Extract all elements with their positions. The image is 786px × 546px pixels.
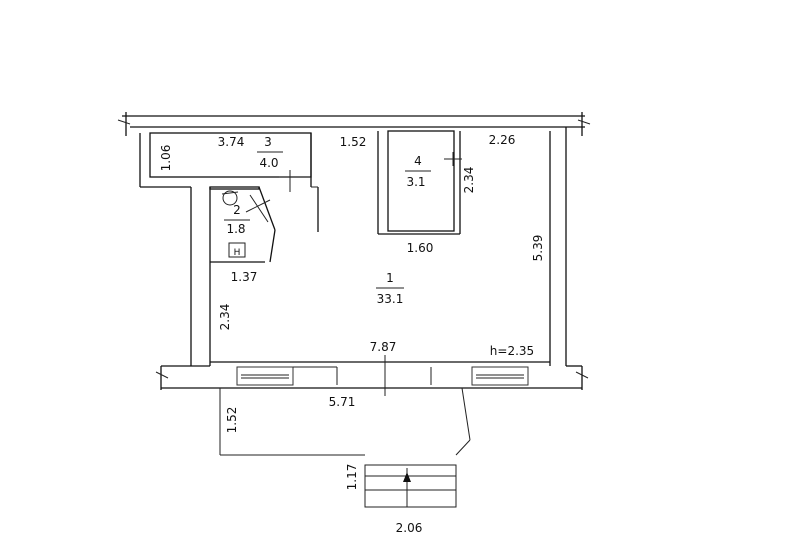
room-2-label: 2 1.8 (224, 203, 250, 236)
dim-right-top-width: 2.26 (489, 133, 516, 147)
right-wall (549, 127, 589, 390)
room-4-area: 3.1 (406, 175, 425, 189)
room-4-label: 4 3.1 (405, 154, 431, 189)
dim-closet-height: 2.34 (462, 167, 476, 194)
room-1-area: 33.1 (377, 292, 404, 306)
room-4-number: 4 (414, 154, 422, 168)
dim-left-height: 2.34 (218, 304, 232, 331)
room-1-number: 1 (386, 271, 394, 285)
steps (364, 464, 457, 508)
dim-steps-depth: 1.17 (345, 464, 359, 491)
entry-arrow-icon (403, 472, 411, 482)
window-left (236, 366, 294, 386)
window-right (471, 366, 529, 386)
front-wall (161, 355, 582, 396)
room-2-area: 1.8 (226, 222, 245, 236)
dim-storage-width: 3.74 (218, 135, 245, 149)
washbasin-icon (228, 242, 246, 258)
room-3-label: 3 4.0 (257, 135, 283, 170)
dim-right-height: 5.39 (531, 235, 545, 262)
dim-corridor-width: 1.52 (340, 135, 367, 149)
dim-main-width: 7.87 (370, 340, 397, 354)
dim-porch-depth: 1.52 (225, 407, 239, 434)
room-4-closet (377, 130, 462, 235)
room-1-label: 1 33.1 (376, 271, 404, 306)
dim-steps-width: 2.06 (396, 521, 423, 535)
toilet-icon (222, 190, 238, 206)
washbasin-mark: H (234, 248, 241, 258)
dim-bath-width: 1.37 (231, 270, 258, 284)
ceiling-height: h=2.35 (490, 344, 534, 358)
left-wall (155, 187, 265, 390)
room-3-number: 3 (264, 135, 272, 149)
dim-closet-width: 1.60 (407, 241, 434, 255)
porch (219, 387, 471, 508)
top-outer-wall (117, 112, 591, 136)
dim-front-width: 5.71 (329, 395, 356, 409)
corridor-partition (310, 133, 319, 232)
room-3-area: 4.0 (259, 156, 278, 170)
room-2-bathroom (209, 186, 276, 263)
dim-storage-height: 1.06 (159, 145, 173, 172)
room-2-number: 2 (233, 203, 241, 217)
